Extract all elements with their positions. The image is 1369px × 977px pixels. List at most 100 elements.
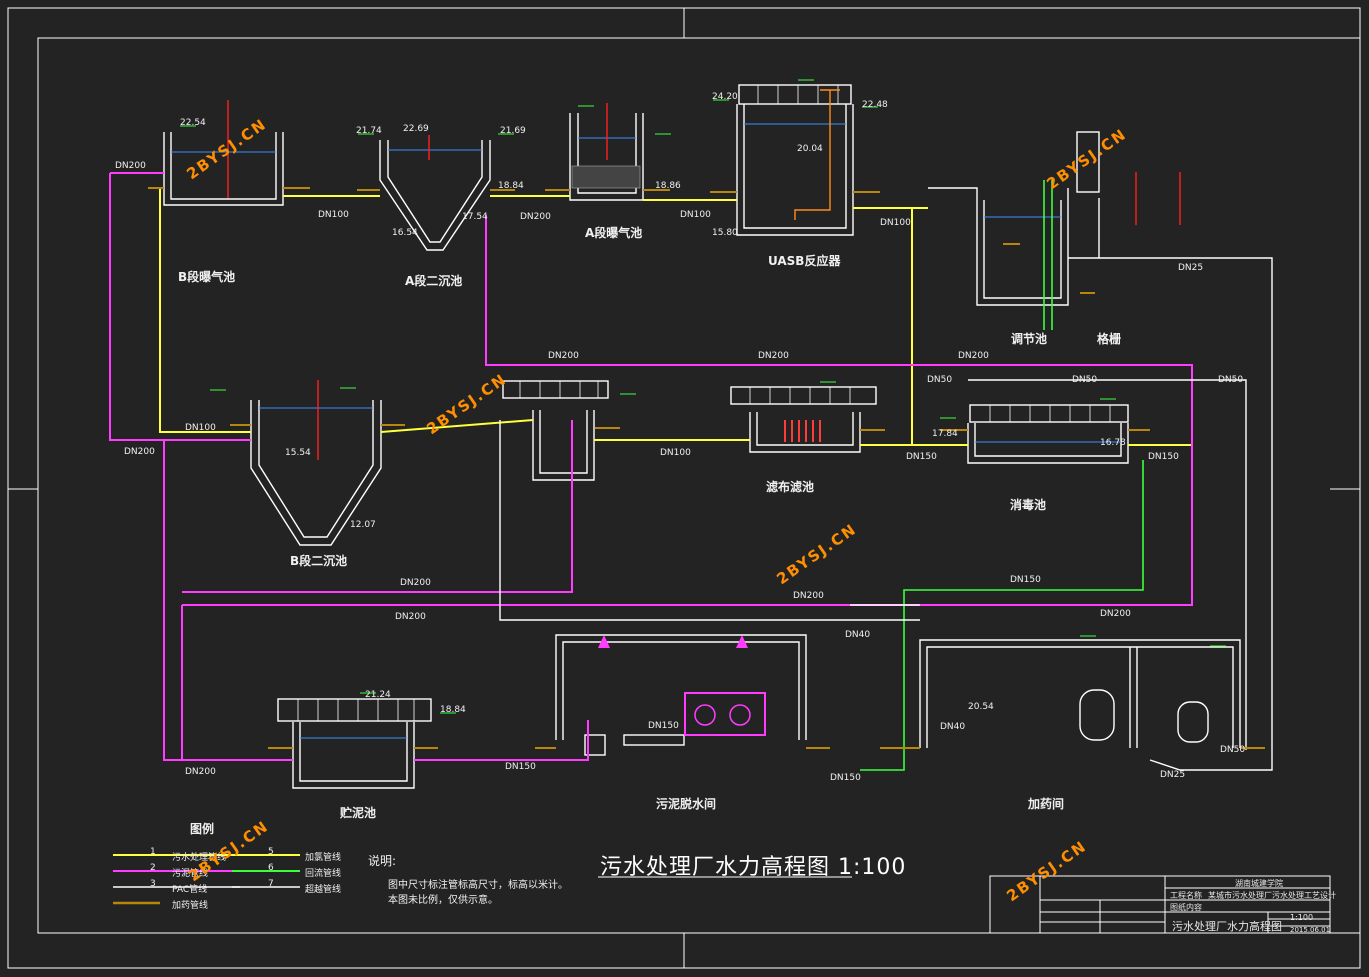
legend-label: 加氯管线 <box>305 853 342 863</box>
pipe-label: DN200 <box>115 161 146 171</box>
a-aeration-media <box>571 165 641 189</box>
belt-press-machine <box>598 635 766 736</box>
pipe-label: DN150 <box>505 762 536 772</box>
notes-title: 说明: <box>368 854 397 868</box>
elevation-label: 22.54 <box>180 118 206 128</box>
pipe-label: DN40 <box>940 722 966 732</box>
sludge-pipes <box>109 172 1193 761</box>
label-b-clarifier: B段二沉池 <box>290 554 348 568</box>
tb-drawing-name: 污水处理厂水力高程图 <box>1172 920 1282 933</box>
elevation-label: 15.80 <box>712 228 738 238</box>
pipe-label: DN200 <box>758 351 789 361</box>
drawing-frame <box>7 7 1361 969</box>
pipe-label: DN150 <box>648 721 679 731</box>
label-b-aeration: B段曝气池 <box>178 270 236 284</box>
drawing-title: 污水处理厂水力高程图 1:100 <box>600 855 907 880</box>
pipe-label: DN100 <box>318 210 349 220</box>
label-dewatering: 污泥脱水间 <box>656 797 717 811</box>
tb-scale: 1:100 <box>1290 913 1314 922</box>
label-a-clarifier: A段二沉池 <box>405 274 463 288</box>
pipe-label: DN200 <box>958 351 989 361</box>
pipe-label: DN50 <box>927 375 953 385</box>
elevation-label: 16.54 <box>392 228 418 238</box>
elevation-markers <box>180 79 1226 714</box>
label-disinfection: 消毒池 <box>1010 498 1047 512</box>
pipe-label: DN50 <box>1072 375 1098 385</box>
elevation-label: 18.84 <box>498 181 524 191</box>
label-cloth-filter: 滤布滤池 <box>766 480 815 494</box>
elevation-label: 24.20 <box>712 92 738 102</box>
label-dosing: 加药间 <box>1028 797 1065 811</box>
elevation-label: 22.48 <box>862 100 888 110</box>
label-screen: 格栅 <box>1097 332 1122 346</box>
elevation-label: 18.86 <box>655 181 681 191</box>
elevation-label: 17.54 <box>462 212 488 222</box>
pipe-label: DN50 <box>1218 375 1244 385</box>
legend-label: 超越管线 <box>305 885 342 895</box>
legend-number: 1 <box>150 847 156 857</box>
pipe-label: DN150 <box>830 773 861 783</box>
note-line: 本图未比例，仅供示意。 <box>388 895 498 906</box>
elevation-label: 17.84 <box>932 429 958 439</box>
pipe-label: DN25 <box>1160 770 1186 780</box>
pipe-label: DN200 <box>395 612 426 622</box>
legend-number: 3 <box>150 879 156 889</box>
pipe-label: DN100 <box>680 210 711 220</box>
legend-number: 5 <box>268 847 274 857</box>
elevation-label: 21.69 <box>500 126 526 136</box>
legend-label: 污水处理管线 <box>172 853 227 863</box>
pipe-label: DN100 <box>185 423 216 433</box>
elevation-label: 18.84 <box>440 705 466 715</box>
elevation-label: 12.07 <box>350 520 376 530</box>
label-sludge-tank: 贮泥池 <box>340 806 377 820</box>
pipe-label: DN100 <box>880 218 911 228</box>
elevation-label: 21.24 <box>365 690 391 700</box>
legend-label: 回流管线 <box>305 869 342 879</box>
pipe-label: DN40 <box>845 630 871 640</box>
legend-lines <box>113 854 300 905</box>
tb-date: 2015.06.01 <box>1290 926 1331 934</box>
elevation-label: 22.69 <box>403 124 429 134</box>
legend-label: 污泥管线 <box>172 869 209 879</box>
pipe-label: DN200 <box>548 351 579 361</box>
pipe-label: DN25 <box>1178 263 1204 273</box>
pipe-label: DN200 <box>124 447 155 457</box>
label-equalization: 调节池 <box>1011 332 1048 346</box>
label-a-aeration: A段曝气池 <box>585 226 643 240</box>
water-levels <box>171 123 1121 739</box>
uasb-internals <box>794 89 840 220</box>
elevation-label: 16.78 <box>1100 438 1126 448</box>
elevation-label: 20.54 <box>968 702 994 712</box>
legend-number: 7 <box>268 879 274 889</box>
note-line: 图中尺寸标注管标高尺寸，标高以米计。 <box>388 880 568 891</box>
pipe-label: DN200 <box>520 212 551 222</box>
pipe-label: DN200 <box>1100 609 1131 619</box>
legend-label: PAC管线 <box>172 885 208 895</box>
pipe-label: DN150 <box>906 452 937 462</box>
pipe-label: DN100 <box>660 448 691 458</box>
filter-media <box>784 420 821 442</box>
tb-project-name: 某城市污水处理厂污水处理工艺设计 <box>1208 891 1336 900</box>
chemical-pipes <box>499 198 1273 771</box>
ground-lines <box>148 187 1265 749</box>
sewage-pipes <box>159 187 1192 446</box>
label-uasb: UASB反应器 <box>768 254 841 268</box>
legend-number: 2 <box>150 863 156 873</box>
elevation-label: 21.74 <box>356 126 382 136</box>
pipe-label: DN200 <box>400 578 431 588</box>
red-lines <box>227 100 1181 460</box>
elevation-label: 15.54 <box>285 448 311 458</box>
return-pipes <box>860 180 1144 771</box>
pipe-label: DN200 <box>793 591 824 601</box>
pipe-label: DN200 <box>185 767 216 777</box>
legend-label: 加药管线 <box>172 901 209 911</box>
pipe-label: DN150 <box>1148 452 1179 462</box>
tb-project-label: 工程名称 <box>1170 891 1202 900</box>
title-block <box>989 875 1331 934</box>
pipe-label: DN150 <box>1010 575 1041 585</box>
pipe-label: DN50 <box>1220 745 1246 755</box>
tb-school: 湖南城建学院 <box>1235 879 1283 888</box>
structures <box>163 84 1241 789</box>
